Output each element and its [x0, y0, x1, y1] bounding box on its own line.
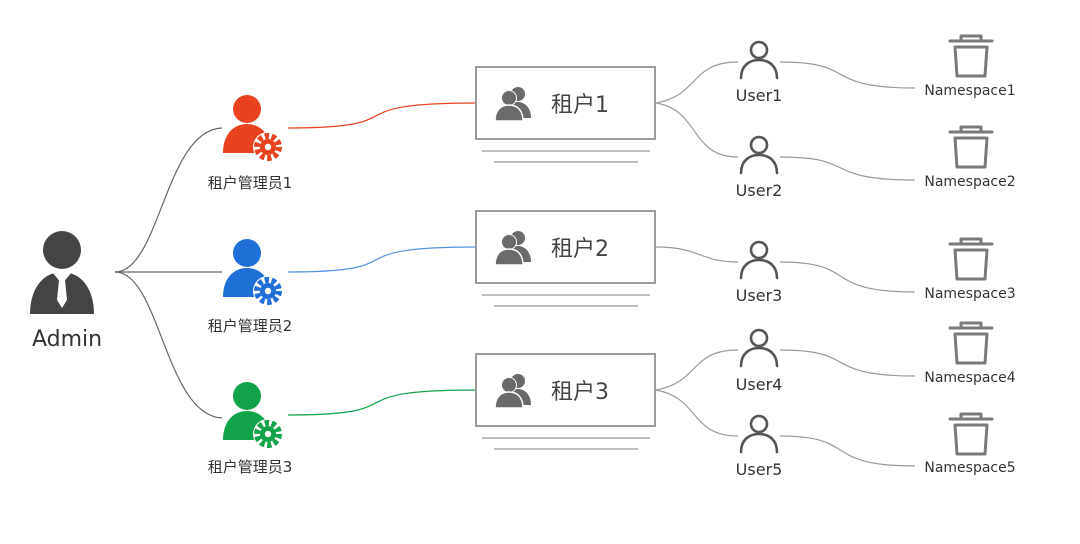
manager-node-2: 租户管理员2 [208, 239, 293, 335]
namespace-label-2: Namespace2 [924, 174, 1015, 190]
user-node-2: User2 [736, 135, 783, 200]
user-node-5: User5 [736, 414, 783, 479]
trash-icon [948, 237, 994, 281]
tenant-admin-icon [223, 382, 283, 449]
user-label-1: User1 [736, 86, 783, 105]
connector-manager3-tenant3 [287, 389, 476, 416]
tenant-admin-icon [223, 239, 283, 306]
connector-tenant3-user4 [655, 349, 739, 391]
trash-icon [948, 321, 994, 365]
connector-user1-namespace1 [779, 61, 916, 89]
namespace-node-2: Namespace2 [924, 125, 1016, 190]
namespace-label-1: Namespace1 [924, 83, 1015, 99]
group-icon [494, 231, 531, 266]
tenant-node-1: 租户1 [475, 66, 656, 163]
trash-icon [948, 34, 994, 78]
connector-user4-namespace4 [779, 349, 916, 377]
connector-user5-namespace5 [779, 435, 916, 467]
group-icon [494, 87, 531, 122]
user-label-3: User3 [736, 286, 783, 305]
manager-node-1: 租户管理员1 [208, 95, 293, 192]
user-node-3: User3 [736, 240, 783, 305]
user-icon [739, 40, 779, 80]
connector-user3-namespace3 [779, 261, 916, 293]
tenant-label-2: 租户2 [551, 237, 609, 262]
admin-node: Admin [30, 231, 102, 352]
user-icon [739, 328, 779, 368]
trash-icon [948, 125, 994, 169]
user-label-5: User5 [736, 460, 783, 479]
trash-icon [948, 412, 994, 456]
user-label-4: User4 [736, 375, 783, 394]
namespace-label-5: Namespace5 [924, 460, 1015, 476]
user-icon [739, 135, 779, 175]
tenant-node-2: 租户2 [475, 210, 656, 307]
tenant-label-1: 租户1 [551, 93, 609, 118]
tenant-admin-icon [223, 95, 283, 162]
connector-tenant2-user3 [655, 246, 739, 263]
connector-admin-manager3 [114, 271, 223, 419]
manager-node-3: 租户管理员3 [208, 382, 293, 476]
connectors [114, 61, 916, 467]
connector-tenant3-user5 [655, 389, 739, 437]
admin-label: Admin [32, 327, 102, 352]
user-icon [739, 240, 779, 280]
admin-icon [30, 231, 94, 314]
user-icon [739, 414, 779, 454]
manager-label-3: 租户管理员3 [208, 458, 293, 476]
group-icon [494, 374, 531, 409]
connector-manager1-tenant1 [287, 102, 476, 129]
tenant-node-3: 租户3 [475, 353, 656, 450]
connector-tenant1-user2 [655, 102, 739, 158]
namespace-label-3: Namespace3 [924, 286, 1015, 302]
namespace-node-3: Namespace3 [924, 237, 1016, 302]
namespace-node-5: Namespace5 [924, 412, 1016, 476]
user-node-1: User1 [736, 40, 783, 105]
connector-user2-namespace2 [779, 156, 916, 181]
connector-admin-manager1 [114, 127, 223, 273]
tenant-label-3: 租户3 [551, 380, 609, 405]
connector-manager2-tenant2 [287, 246, 476, 273]
manager-label-1: 租户管理员1 [208, 174, 293, 192]
connector-tenant1-user1 [655, 61, 739, 104]
user-label-2: User2 [736, 181, 783, 200]
namespace-node-1: Namespace1 [924, 34, 1016, 99]
namespace-node-4: Namespace4 [924, 321, 1016, 386]
user-node-4: User4 [736, 328, 783, 394]
manager-label-2: 租户管理员2 [208, 317, 293, 335]
namespace-label-4: Namespace4 [924, 370, 1015, 386]
